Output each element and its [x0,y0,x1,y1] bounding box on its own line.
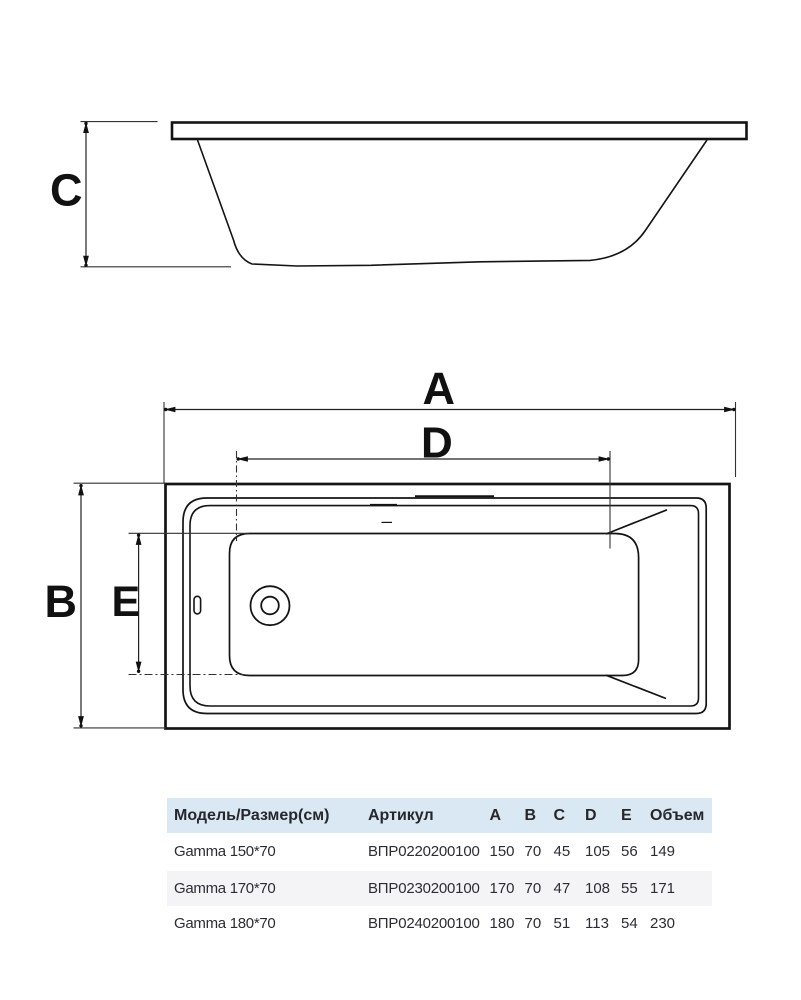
svg-text:E: E [112,578,141,626]
svg-text:B: B [45,576,78,627]
svg-text:D: D [421,419,453,468]
svg-text:A: A [423,363,456,414]
svg-text:C: C [50,165,83,216]
